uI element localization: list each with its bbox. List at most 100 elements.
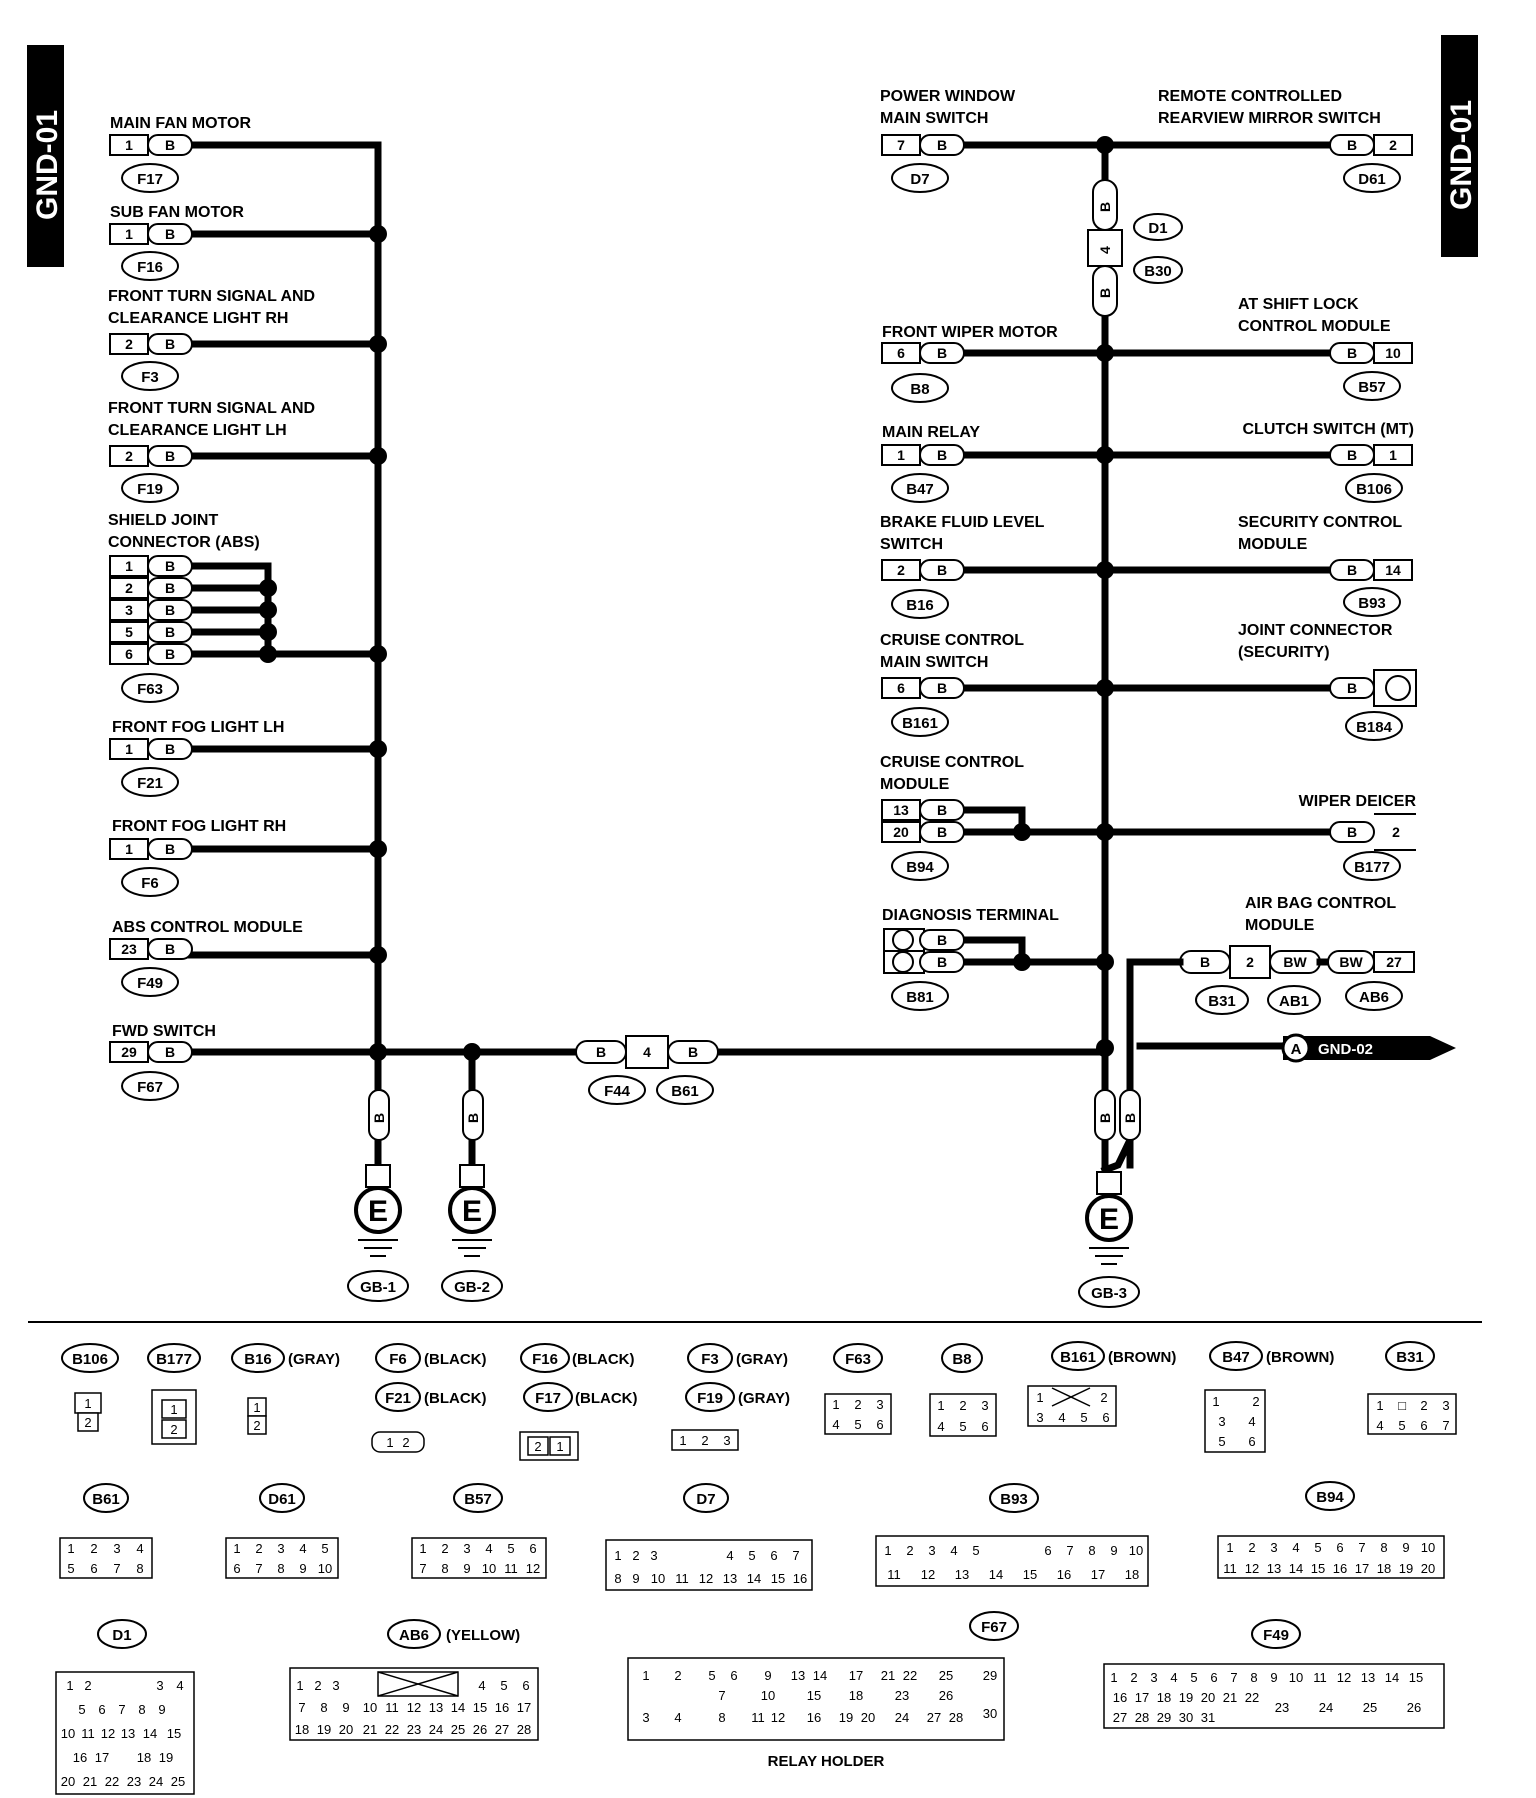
- svg-text:5: 5: [748, 1548, 755, 1563]
- svg-text:2: 2: [1420, 1398, 1427, 1413]
- svg-text:1: 1: [1226, 1540, 1233, 1555]
- wire-color: B: [1347, 137, 1357, 153]
- svg-text:2: 2: [959, 1398, 966, 1413]
- rr-comp-clutch-switch: CLUTCH SWITCH (MT) B 1 B106: [1242, 421, 1414, 503]
- comp-label: SECURITY CONTROL MODULE: [1238, 514, 1402, 553]
- svg-text:10: 10: [1289, 1670, 1303, 1685]
- svg-text:2: 2: [255, 1541, 262, 1556]
- svg-text:12: 12: [1337, 1670, 1351, 1685]
- svg-text:28: 28: [1135, 1710, 1149, 1725]
- svg-text:5: 5: [1080, 1410, 1087, 1425]
- svg-text:7: 7: [419, 1561, 426, 1576]
- comp-label: ABS CONTROL MODULE: [112, 919, 303, 936]
- svg-text:9: 9: [1110, 1543, 1117, 1558]
- svg-text:15: 15: [1023, 1567, 1037, 1582]
- svg-text:18: 18: [295, 1722, 309, 1737]
- legend: B106 1 2 B177 1 2 B16 (GRAY) 1 2 F6 (BLA…: [55, 1341, 1457, 1795]
- wire-color: B: [1347, 345, 1357, 361]
- svg-text:1: 1: [386, 1435, 393, 1450]
- svg-text:2: 2: [632, 1548, 639, 1563]
- svg-text:6: 6: [876, 1417, 883, 1432]
- comp-label: REMOTE CONTROLLED REARVIEW MIRROR SWITCH: [1158, 88, 1381, 127]
- svg-text:3: 3: [1150, 1670, 1157, 1685]
- svg-text:25: 25: [451, 1722, 465, 1737]
- connector-id: B161: [902, 715, 938, 732]
- svg-text:19: 19: [159, 1750, 173, 1765]
- svg-text:3: 3: [156, 1678, 163, 1693]
- svg-text:4: 4: [1376, 1418, 1383, 1433]
- svg-text:1: 1: [937, 1398, 944, 1413]
- svg-text:15: 15: [1409, 1670, 1423, 1685]
- svg-text:12: 12: [921, 1567, 935, 1582]
- svg-text:11: 11: [675, 1571, 689, 1586]
- wire-color: B: [596, 1044, 606, 1060]
- wire-color: BW: [1339, 954, 1363, 970]
- svg-text:3: 3: [928, 1543, 935, 1558]
- svg-text:6: 6: [1336, 1540, 1343, 1555]
- svg-text:14: 14: [813, 1668, 827, 1683]
- relay-holder-label: RELAY HOLDER: [768, 1753, 885, 1770]
- wire-color: B: [937, 562, 947, 578]
- svg-text:26: 26: [473, 1722, 487, 1737]
- wire-color: B: [165, 558, 175, 574]
- svg-text:5: 5: [500, 1678, 507, 1693]
- pin-number: 3: [125, 602, 133, 618]
- comp-label: SHIELD JOINT CONNECTOR (ABS): [108, 512, 260, 551]
- legend-id: D7: [696, 1491, 715, 1508]
- svg-text:11: 11: [504, 1561, 518, 1576]
- pin-number: 1: [125, 226, 133, 242]
- connector-id: B8: [910, 381, 929, 398]
- svg-text:13: 13: [429, 1700, 443, 1715]
- svg-text:1: 1: [67, 1541, 74, 1556]
- comp-label: AT SHIFT LOCK CONTROL MODULE: [1238, 296, 1391, 335]
- svg-text:10: 10: [1129, 1543, 1143, 1558]
- svg-text:17: 17: [1091, 1567, 1105, 1582]
- wire-color: B: [937, 824, 947, 840]
- svg-text:2: 2: [1100, 1390, 1107, 1405]
- svg-text:6: 6: [1248, 1434, 1255, 1449]
- wire-color: B: [937, 345, 947, 361]
- svg-text:3: 3: [642, 1710, 649, 1725]
- pin-number: 1: [125, 841, 133, 857]
- svg-text:4: 4: [674, 1710, 681, 1725]
- svg-text:9: 9: [299, 1561, 306, 1576]
- comp-label: CRUISE CONTROL MAIN SWITCH: [880, 632, 1024, 671]
- connector-id: B106: [1356, 481, 1392, 498]
- svg-text:3: 3: [277, 1541, 284, 1556]
- svg-text:6: 6: [90, 1561, 97, 1576]
- svg-text:5: 5: [1314, 1540, 1321, 1555]
- svg-text:5: 5: [78, 1702, 85, 1717]
- svg-text:6: 6: [233, 1561, 240, 1576]
- svg-text:12: 12: [699, 1571, 713, 1586]
- svg-text:2: 2: [314, 1678, 321, 1693]
- svg-text:11: 11: [1223, 1561, 1237, 1576]
- svg-text:8: 8: [1250, 1670, 1257, 1685]
- svg-text:24: 24: [429, 1722, 443, 1737]
- svg-text:4: 4: [937, 1419, 944, 1434]
- wire-color: B: [1347, 680, 1357, 696]
- connector-id: AB1: [1279, 993, 1309, 1010]
- wire-color: B: [937, 954, 947, 970]
- ground-label: GB-3: [1091, 1285, 1127, 1302]
- connector-id: D61: [1358, 171, 1386, 188]
- svg-text:12: 12: [407, 1700, 421, 1715]
- left-comp-fwd-switch: FWD SWITCH 29 B F67: [109, 1023, 216, 1101]
- svg-text:2: 2: [906, 1543, 913, 1558]
- wire-color: BW: [1283, 954, 1307, 970]
- wire-color: B: [1097, 288, 1113, 298]
- svg-text:2: 2: [1252, 1394, 1259, 1409]
- svg-text:7: 7: [1066, 1543, 1073, 1558]
- comp-label: CRUISE CONTROL MODULE: [880, 754, 1024, 793]
- svg-text:6: 6: [1420, 1418, 1427, 1433]
- svg-text:8: 8: [320, 1700, 327, 1715]
- svg-text:2: 2: [701, 1433, 708, 1448]
- svg-text:20: 20: [61, 1774, 75, 1789]
- svg-text:5: 5: [1190, 1670, 1197, 1685]
- svg-text:8: 8: [718, 1710, 725, 1725]
- svg-text:8: 8: [136, 1561, 143, 1576]
- svg-text:4: 4: [299, 1541, 306, 1556]
- continuation-target: GND-02: [1318, 1041, 1373, 1058]
- svg-text:3: 3: [332, 1678, 339, 1693]
- svg-text:21: 21: [363, 1722, 377, 1737]
- wire-color: B: [165, 646, 175, 662]
